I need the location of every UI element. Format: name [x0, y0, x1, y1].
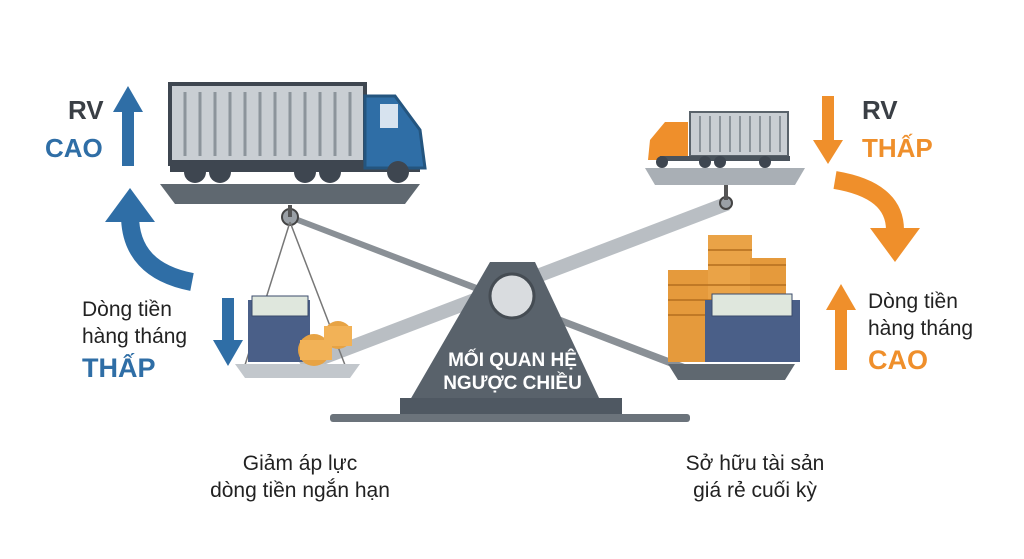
arrow-down-cashflow-left-icon [213, 298, 243, 366]
fulcrum-pivot [488, 272, 536, 320]
arrow-up-cashflow-right-icon [826, 284, 856, 370]
curved-arrow-right-icon [833, 171, 920, 262]
coins-and-money-icon [668, 235, 800, 362]
cashflow-level-left: THẤP [82, 353, 156, 383]
cashflow-level-right: CAO [868, 345, 928, 375]
base-shadow [330, 414, 690, 422]
pan-bottom-right [668, 364, 795, 380]
money-small-icon [248, 295, 352, 366]
truck-large-icon [168, 82, 427, 183]
arrow-down-rv-right-icon [813, 96, 843, 164]
pan-top-right [645, 168, 805, 185]
truck-small-icon [648, 111, 790, 168]
rv-level-right: THẤP [862, 133, 933, 163]
rv-label-left: RV [68, 95, 104, 125]
pan-bottom-left [235, 364, 360, 378]
fulcrum [410, 262, 600, 400]
curved-arrow-left-icon [105, 188, 194, 291]
rv-level-left: CAO [45, 133, 103, 163]
rv-label-right: RV [862, 95, 898, 125]
arrow-up-rv-left-icon [113, 86, 143, 166]
pan-top-left [160, 184, 420, 204]
